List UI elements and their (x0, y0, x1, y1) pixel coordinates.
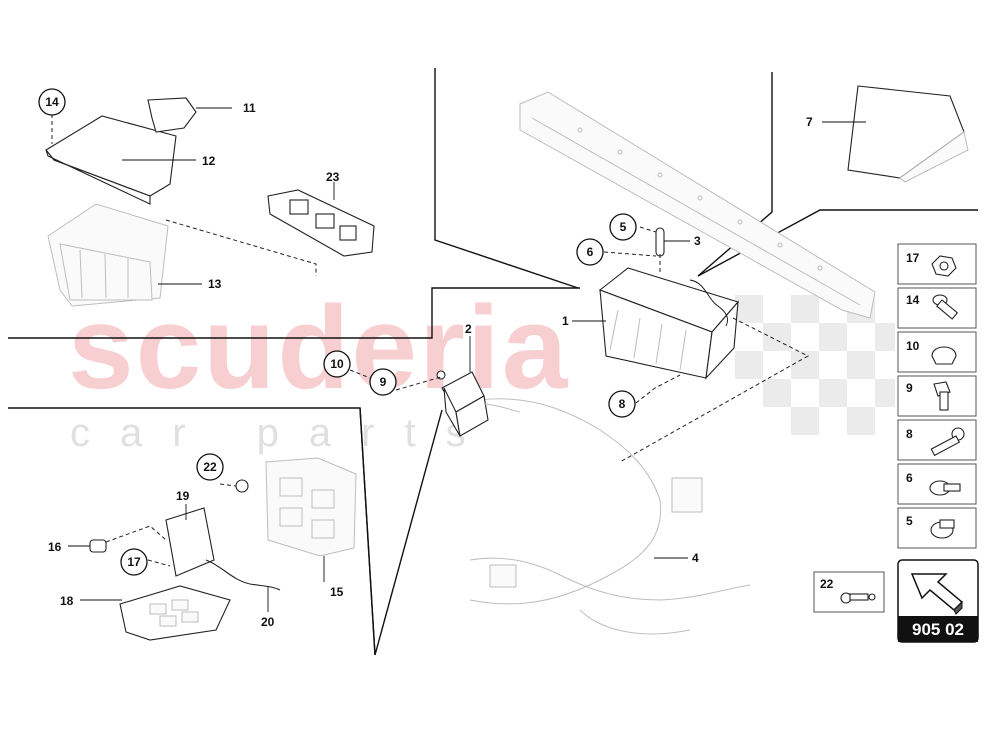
svg-text:22: 22 (203, 460, 217, 474)
callout-13: 13 (208, 277, 222, 291)
nut-cap-icon (931, 255, 957, 277)
svg-text:17: 17 (906, 251, 920, 265)
callout-9: 9 (369, 368, 397, 396)
svg-text:9: 9 (380, 375, 387, 389)
page-code: 905 02 (912, 620, 964, 639)
callout-2: 2 (465, 322, 472, 336)
callout-14: 14 (38, 88, 66, 116)
svg-text:10: 10 (906, 339, 920, 353)
callout-12: 12 (202, 154, 216, 168)
chassis-beam (519, 91, 876, 319)
callout-23: 23 (326, 170, 340, 184)
section-borders (8, 68, 978, 656)
watermark-sub: car parts (70, 411, 496, 455)
svg-text:5: 5 (620, 220, 627, 234)
callout-8: 8 (608, 390, 636, 418)
callout-10: 10 (323, 350, 351, 378)
part-housing-1 (572, 267, 739, 380)
svg-text:14: 14 (906, 293, 920, 307)
callout-22: 22 (196, 453, 224, 481)
fastener-legend: 17 14 10 9 (897, 243, 977, 549)
part-grommet-22 (235, 479, 249, 493)
part-base-18 (80, 585, 231, 641)
cap-nut-icon (931, 346, 957, 365)
long-screw-icon (930, 427, 965, 457)
part-strap-3 (655, 227, 690, 257)
page-badge: 905 02 (897, 559, 979, 643)
part-carrier-23 (267, 182, 375, 257)
svg-text:10: 10 (330, 357, 344, 371)
part-screw-16 (68, 539, 107, 553)
part-module-2 (436, 336, 521, 437)
round-head-screw-icon (930, 519, 955, 539)
callout-5: 5 (609, 213, 637, 241)
legend-item-10: 10 (897, 331, 977, 373)
part-plate-19 (165, 504, 215, 577)
legend-item-17: 17 (897, 243, 977, 285)
watermark: scuderia car parts (68, 282, 895, 455)
callout-7: 7 (806, 115, 813, 129)
svg-text:6: 6 (906, 471, 913, 485)
svg-text:22: 22 (820, 577, 834, 591)
flange-bolt-icon (932, 294, 959, 320)
svg-text:5: 5 (906, 514, 913, 528)
callout-18: 18 (60, 594, 74, 608)
legend-item-8: 8 (897, 419, 977, 461)
callout-6: 6 (576, 238, 604, 266)
callout-1: 1 (562, 314, 569, 328)
callout-4: 4 (692, 551, 699, 565)
svg-text:14: 14 (45, 95, 59, 109)
ring-terminal-icon (840, 592, 876, 604)
callout-20: 20 (261, 615, 275, 629)
callout-16: 16 (48, 540, 62, 554)
wiring-harness (469, 398, 751, 635)
part-bracket-11 (147, 97, 232, 133)
svg-text:8: 8 (906, 427, 913, 441)
legend-item-6: 6 (897, 463, 977, 505)
svg-text:9: 9 (906, 381, 913, 395)
svg-text:8: 8 (619, 397, 626, 411)
part-cover-7 (822, 85, 969, 183)
part-lid-12 (45, 115, 196, 205)
callout-3: 3 (694, 234, 701, 248)
watermark-brand: scuderia (68, 282, 569, 414)
svg-text:6: 6 (587, 245, 594, 259)
part-cable-20 (205, 559, 281, 612)
part-tray-13 (47, 203, 202, 307)
legend-item-5: 5 (897, 507, 977, 549)
checkered-flag-icon (735, 295, 895, 435)
callout-19: 19 (176, 489, 190, 503)
legend-item-22: 22 (813, 571, 885, 613)
hex-bolt-icon (933, 381, 951, 411)
part-holder-15 (265, 457, 357, 582)
callout-11: 11 (243, 101, 256, 115)
svg-text:17: 17 (127, 555, 141, 569)
washer-screw-icon (929, 480, 961, 496)
arrow-icon (910, 573, 964, 615)
legend-item-14: 14 (897, 287, 977, 329)
callout-17: 17 (120, 548, 148, 576)
legend-item-9: 9 (897, 375, 977, 417)
callout-15: 15 (330, 585, 344, 599)
